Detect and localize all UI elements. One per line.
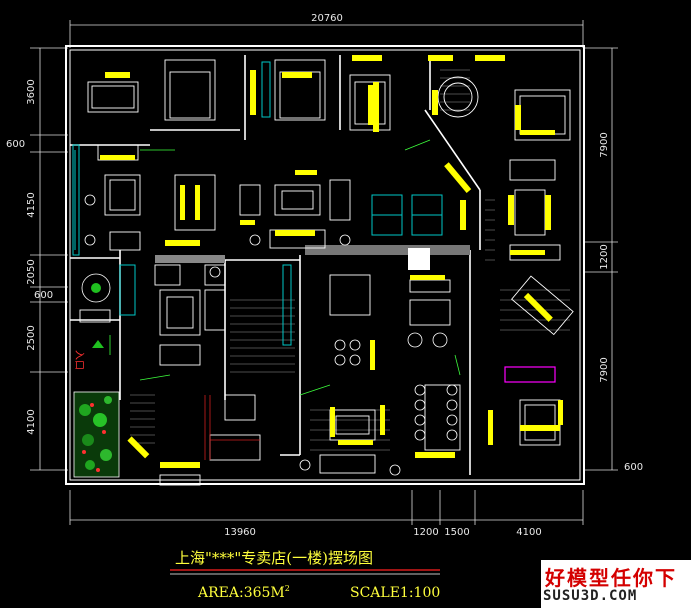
area-label: AREA:365M2 — [197, 584, 290, 601]
dim-left-3: 2050 — [26, 259, 37, 284]
area-value: AREA:365M — [197, 585, 285, 601]
dim-bottom-1: 13960 — [224, 527, 256, 538]
yellow-accents — [100, 55, 563, 468]
dimension-lines — [30, 20, 618, 525]
dim-right-2: 1200 — [599, 244, 610, 269]
dim-left-small-1: 600 — [6, 139, 25, 150]
stair-landing — [155, 255, 225, 263]
dim-left-5: 4100 — [26, 409, 37, 434]
column — [408, 248, 430, 270]
outer-walls — [65, 45, 585, 485]
dim-left-4: 2500 — [26, 325, 37, 350]
dim-left-2: 4150 — [26, 192, 37, 217]
dim-right-1: 7900 — [599, 132, 610, 157]
furniture — [79, 59, 574, 486]
watermark-cn: 好模型任你下 — [545, 566, 677, 590]
watermark-en: SUSU3D.COM — [543, 588, 638, 604]
dim-left-small-2: 600 — [34, 290, 53, 301]
area-unit-sup: 2 — [285, 584, 290, 593]
dim-left-1: 3600 — [26, 79, 37, 104]
red-doorway-lines — [204, 395, 260, 460]
dim-bottom-2: 1200 — [413, 527, 438, 538]
cyan-fixtures — [72, 61, 443, 346]
scale-label: SCALE1:100 — [350, 585, 440, 601]
dim-top-total: 20760 — [311, 13, 343, 24]
dim-bottom-3: 1500 — [444, 527, 469, 538]
dim-bottom-4: 4100 — [516, 527, 541, 538]
dim-right-3: 7900 — [599, 357, 610, 382]
entrance-label: 入口 — [73, 350, 84, 370]
service-counter — [305, 245, 470, 255]
chairs — [84, 194, 458, 476]
entrance-arrow-icon — [92, 340, 104, 348]
garden-area — [73, 273, 120, 478]
watermark: 好模型任你下 SUSU3D.COM — [541, 560, 691, 608]
annotations — [109, 139, 461, 396]
dim-right-small: 600 — [624, 462, 643, 473]
magenta-display — [504, 366, 556, 383]
drawing-title: 上海"***"专卖店(一楼)摆场图 — [175, 549, 373, 567]
